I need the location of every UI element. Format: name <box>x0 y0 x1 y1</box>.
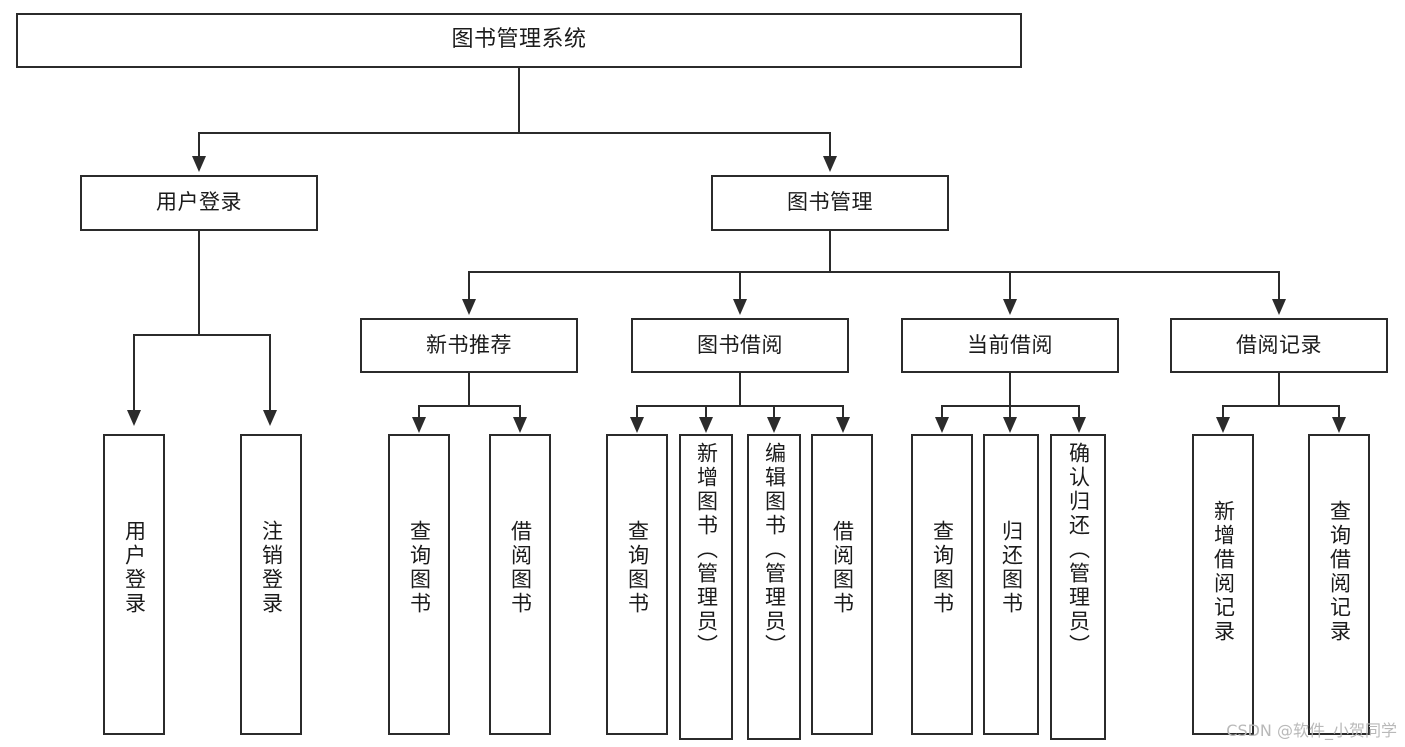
connector-level3-drop-1 <box>468 271 470 301</box>
connector-user-login-stem <box>198 231 200 336</box>
connector-user-login-drop-2 <box>269 334 271 412</box>
node-label: 用户登录 <box>122 520 147 616</box>
connector-borrow-record-bus <box>1222 405 1339 407</box>
node-label: 编辑图书（管理员） <box>762 442 787 658</box>
connector-new-book-rec-bus <box>418 405 520 407</box>
leaf-query-book-1[interactable]: 查询图书 <box>388 434 450 735</box>
leaf-user-logout[interactable]: 注销登录 <box>240 434 302 735</box>
node-label: 归还图书 <box>999 520 1024 616</box>
node-book-manage[interactable]: 图书管理 <box>711 175 949 231</box>
leaf-confirm-return[interactable]: 确认归还（管理员） <box>1050 434 1106 740</box>
arrow-to-leaf-query-record <box>1332 417 1346 433</box>
node-label: 图书管理系统 <box>451 27 587 53</box>
connector-level3-bus <box>468 271 1279 273</box>
connector-book-borrow-drop-1 <box>636 405 638 419</box>
connector-book-manage-stem <box>829 231 831 273</box>
node-label: 查询图书 <box>407 520 432 616</box>
node-label: 注销登录 <box>259 520 284 616</box>
connector-level3-drop-2 <box>739 271 741 301</box>
arrow-to-leaf-add-book <box>699 417 713 433</box>
node-label: 新增借阅记录 <box>1211 500 1236 644</box>
node-label: 确认归还（管理员） <box>1066 442 1091 658</box>
node-label: 新增图书（管理员） <box>694 442 719 658</box>
connector-user-login-drop-1 <box>133 334 135 412</box>
leaf-user-login[interactable]: 用户登录 <box>103 434 165 735</box>
node-label: 查询借阅记录 <box>1327 500 1352 644</box>
node-new-book-rec[interactable]: 新书推荐 <box>360 318 578 373</box>
node-label: 图书借阅 <box>697 332 783 357</box>
arrow-to-leaf-query-book-3 <box>935 417 949 433</box>
leaf-query-book-2[interactable]: 查询图书 <box>606 434 668 735</box>
connector-level2-drop-right <box>829 132 831 158</box>
leaf-add-record[interactable]: 新增借阅记录 <box>1192 434 1254 735</box>
connector-book-borrow-bus <box>636 405 844 407</box>
leaf-borrow-book-1[interactable]: 借阅图书 <box>489 434 551 735</box>
arrow-to-leaf-user-login <box>127 410 141 426</box>
arrow-to-leaf-query-book-1 <box>412 417 426 433</box>
node-label: 当前借阅 <box>967 332 1053 357</box>
node-label: 借阅图书 <box>508 520 533 616</box>
connector-borrow-record-drop-1 <box>1222 405 1224 419</box>
connector-borrow-record-stem <box>1278 373 1280 407</box>
node-current-borrow[interactable]: 当前借阅 <box>901 318 1119 373</box>
node-label: 查询图书 <box>625 520 650 616</box>
connector-user-login-bus <box>133 334 270 336</box>
connector-book-borrow-drop-2 <box>705 405 707 419</box>
arrow-to-new-book-rec <box>462 299 476 315</box>
connector-level2-drop-left <box>198 132 200 158</box>
connector-new-book-rec-stem <box>468 373 470 407</box>
node-borrow-record[interactable]: 借阅记录 <box>1170 318 1388 373</box>
connector-current-borrow-stem <box>1009 373 1011 407</box>
leaf-query-book-3[interactable]: 查询图书 <box>911 434 973 735</box>
connector-current-borrow-drop-1 <box>941 405 943 419</box>
arrow-to-leaf-borrow-book-2 <box>836 417 850 433</box>
leaf-return-book[interactable]: 归还图书 <box>983 434 1039 735</box>
arrow-to-leaf-user-logout <box>263 410 277 426</box>
connector-book-borrow-stem <box>739 373 741 407</box>
connector-current-borrow-drop-3 <box>1078 405 1080 419</box>
connector-level3-drop-3 <box>1009 271 1011 301</box>
arrow-to-leaf-confirm-return <box>1072 417 1086 433</box>
node-label: 用户登录 <box>156 190 242 215</box>
connector-book-borrow-drop-3 <box>773 405 775 419</box>
arrow-to-leaf-add-record <box>1216 417 1230 433</box>
node-label: 借阅记录 <box>1236 332 1322 357</box>
connector-level2-bus <box>198 132 830 134</box>
arrow-to-borrow-record <box>1272 299 1286 315</box>
node-book-borrow[interactable]: 图书借阅 <box>631 318 849 373</box>
watermark: CSDN @软件_小贺同学 <box>1226 721 1397 740</box>
leaf-query-record[interactable]: 查询借阅记录 <box>1308 434 1370 735</box>
arrow-to-leaf-query-book-2 <box>630 417 644 433</box>
node-root-book-management-system[interactable]: 图书管理系统 <box>16 13 1022 68</box>
node-user-login[interactable]: 用户登录 <box>80 175 318 231</box>
node-label: 新书推荐 <box>426 332 512 357</box>
leaf-edit-book[interactable]: 编辑图书（管理员） <box>747 434 801 740</box>
node-label: 借阅图书 <box>830 520 855 616</box>
leaf-borrow-book-2[interactable]: 借阅图书 <box>811 434 873 735</box>
leaf-add-book[interactable]: 新增图书（管理员） <box>679 434 733 740</box>
arrow-to-book-borrow <box>733 299 747 315</box>
arrow-to-leaf-borrow-book-1 <box>513 417 527 433</box>
connector-new-book-rec-drop-2 <box>519 405 521 419</box>
connector-borrow-record-drop-2 <box>1338 405 1340 419</box>
node-label: 图书管理 <box>787 190 873 215</box>
arrow-to-user-login <box>192 156 206 172</box>
connector-book-borrow-drop-4 <box>842 405 844 419</box>
arrow-to-book-manage <box>823 156 837 172</box>
arrow-to-current-borrow <box>1003 299 1017 315</box>
node-label: 查询图书 <box>930 520 955 616</box>
arrow-to-leaf-return-book <box>1003 417 1017 433</box>
connector-current-borrow-drop-2 <box>1009 405 1011 419</box>
arrow-to-leaf-edit-book <box>767 417 781 433</box>
connector-root-stem <box>518 68 520 133</box>
connector-new-book-rec-drop-1 <box>418 405 420 419</box>
connector-level3-drop-4 <box>1278 271 1280 301</box>
